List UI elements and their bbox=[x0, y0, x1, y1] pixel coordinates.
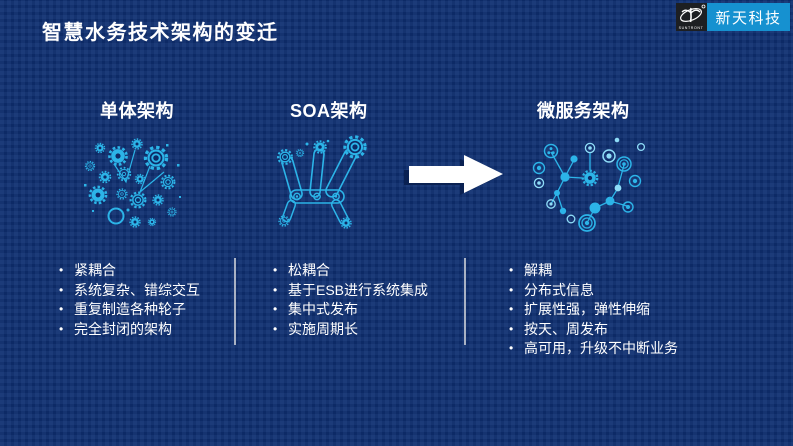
bullet-item: 完全封闭的架构 bbox=[57, 320, 242, 340]
bullet-item: 松耦合 bbox=[271, 261, 471, 281]
slide-title: 智慧水务技术架构的变迁 bbox=[42, 22, 279, 44]
bullet-item: 解耦 bbox=[507, 261, 752, 281]
monolith-gears-cluster-graphic bbox=[84, 138, 181, 228]
monolith-bullet-list: 紧耦合 系统复杂、错综交互 重复制造各种轮子 完全封闭的架构 bbox=[57, 261, 242, 339]
bullet-item: 集中式发布 bbox=[271, 300, 471, 320]
column-divider bbox=[234, 258, 236, 345]
bullet-item: 分布式信息 bbox=[507, 281, 752, 301]
microservices-network-graphic bbox=[532, 137, 646, 232]
bullet-item: 实施周期长 bbox=[271, 320, 471, 340]
arrow-right-icon bbox=[404, 155, 503, 195]
column-heading-soa: SOA架构 bbox=[290, 101, 368, 121]
bullet-item: 基于ESB进行系统集成 bbox=[271, 281, 471, 301]
bullet-item: 系统复杂、错综交互 bbox=[57, 281, 242, 301]
soa-gears-belts-graphic bbox=[277, 135, 367, 229]
suntront-bird-logo-icon: SUNTRONT bbox=[676, 3, 707, 31]
column-heading-microservices: 微服务架构 bbox=[537, 101, 630, 121]
bullet-item: 扩展性强，弹性伸缩 bbox=[507, 300, 752, 320]
microservices-bullet-list: 解耦 分布式信息 扩展性强，弹性伸缩 按天、周发布 高可用，升级不中断业务 bbox=[507, 261, 752, 359]
bullet-item: 按天、周发布 bbox=[507, 320, 752, 340]
column-heading-monolith: 单体架构 bbox=[100, 101, 174, 121]
soa-bullet-list: 松耦合 基于ESB进行系统集成 集中式发布 实施周期长 bbox=[271, 261, 471, 339]
company-logo: SUNTRONT 新天科技 bbox=[676, 3, 790, 31]
logo-company-zh: 新天科技 bbox=[707, 3, 790, 31]
bullet-item: 重复制造各种轮子 bbox=[57, 300, 242, 320]
column-divider bbox=[464, 258, 466, 345]
bullet-item: 紧耦合 bbox=[57, 261, 242, 281]
logo-company-en: SUNTRONT bbox=[678, 26, 703, 30]
bullet-item: 高可用，升级不中断业务 bbox=[507, 339, 752, 359]
